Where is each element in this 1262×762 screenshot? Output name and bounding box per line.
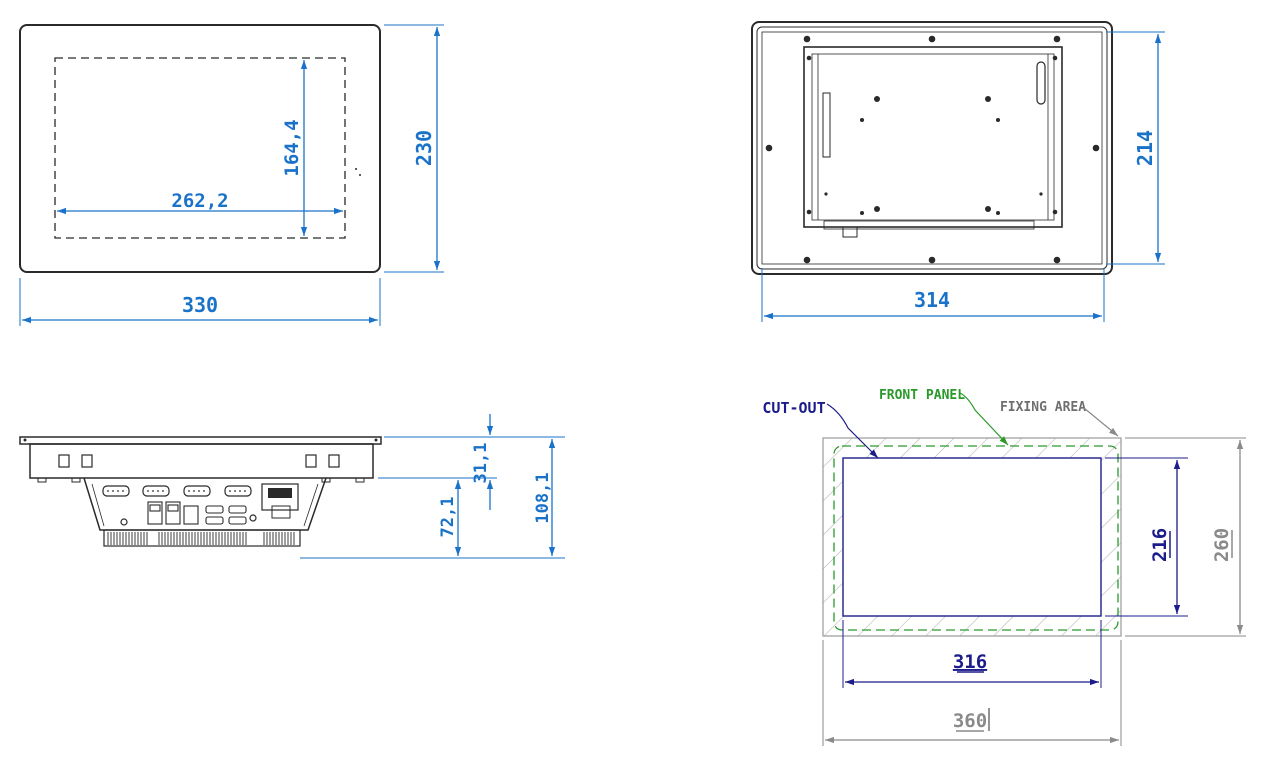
bezel-screw xyxy=(23,438,27,442)
frame-screws xyxy=(765,35,1100,264)
heatsink-fins xyxy=(107,532,295,545)
dimension-label-cutout-height: 216 xyxy=(1149,528,1171,562)
power-terminal-block xyxy=(268,488,292,498)
housing-feet xyxy=(37,477,365,483)
dimension-label-display-height: 164,4 xyxy=(281,119,303,176)
cutout-label: CUT-OUT xyxy=(762,399,825,417)
lan-usb-ports xyxy=(147,501,199,525)
cutout-outline xyxy=(842,457,1102,617)
dimension-label-outer-width: 360 xyxy=(953,710,987,732)
serial-ports xyxy=(102,485,252,497)
fixing-area-hatch xyxy=(823,438,1121,636)
connector xyxy=(842,226,858,238)
front-bezel-profile xyxy=(19,436,382,445)
plate-slot xyxy=(1036,61,1046,105)
display-ports xyxy=(205,505,247,525)
fixing-area-outline xyxy=(822,437,1122,637)
dimension-label-total-depth: 108,1 xyxy=(533,472,553,523)
dimension-label-display-width: 262,2 xyxy=(171,190,228,212)
dimension-label-height: 214 xyxy=(1133,130,1157,166)
mounting-plate xyxy=(803,46,1063,228)
housing-profile xyxy=(29,443,374,479)
housing-vents xyxy=(58,454,340,468)
front-panel-outline xyxy=(19,24,381,273)
side-view: 31,1 72,1 108,1 xyxy=(19,414,565,559)
connector-strip xyxy=(823,220,1035,230)
io-box-edge xyxy=(303,483,319,527)
indicator-led xyxy=(355,168,357,170)
front-panel-leader xyxy=(959,392,1009,446)
io-box-edge xyxy=(91,483,105,527)
plate-slot xyxy=(822,92,831,158)
fixing-area-leader xyxy=(1083,407,1119,437)
front-panel-label: FRONT PANEL xyxy=(879,388,965,403)
rear-panel-inner-outline xyxy=(756,26,1108,270)
dimension-label-outer-height: 260 xyxy=(1211,528,1233,562)
audio-jack xyxy=(120,518,128,526)
rear-panel-outline xyxy=(751,21,1113,275)
dimension-label-width: 314 xyxy=(914,288,950,312)
cutout-leader xyxy=(826,403,879,459)
indicator-led xyxy=(359,174,361,176)
serial-port-pins xyxy=(107,490,246,492)
mounting-plate-inner xyxy=(811,53,1055,221)
rear-bezel-edge xyxy=(761,31,1103,265)
bezel-screw xyxy=(374,438,378,442)
plate-screws xyxy=(806,55,1058,215)
display-area-outline xyxy=(54,57,346,239)
front-panel-outline xyxy=(833,445,1119,631)
dimension-label-bezel-depth: 31,1 xyxy=(471,443,491,484)
dimension-label-body-depth: 72,1 xyxy=(438,497,458,538)
antenna-connector xyxy=(249,514,257,522)
front-view: 262,2 164,4 330 230 xyxy=(19,24,444,326)
fixing-area-label: FIXING AREA xyxy=(1000,400,1086,415)
cutout-view: CUT-OUT FRONT PANEL FIXING AREA 316 216 … xyxy=(762,388,1246,746)
heatsink xyxy=(103,529,301,547)
dimension-label-height: 230 xyxy=(412,130,436,166)
rear-view: 214 314 xyxy=(751,21,1165,322)
dimension-label-width: 330 xyxy=(182,293,218,317)
power-terminal xyxy=(261,483,299,511)
power-switch xyxy=(271,505,291,519)
dimension-label-cutout-width: 316 xyxy=(953,651,987,673)
